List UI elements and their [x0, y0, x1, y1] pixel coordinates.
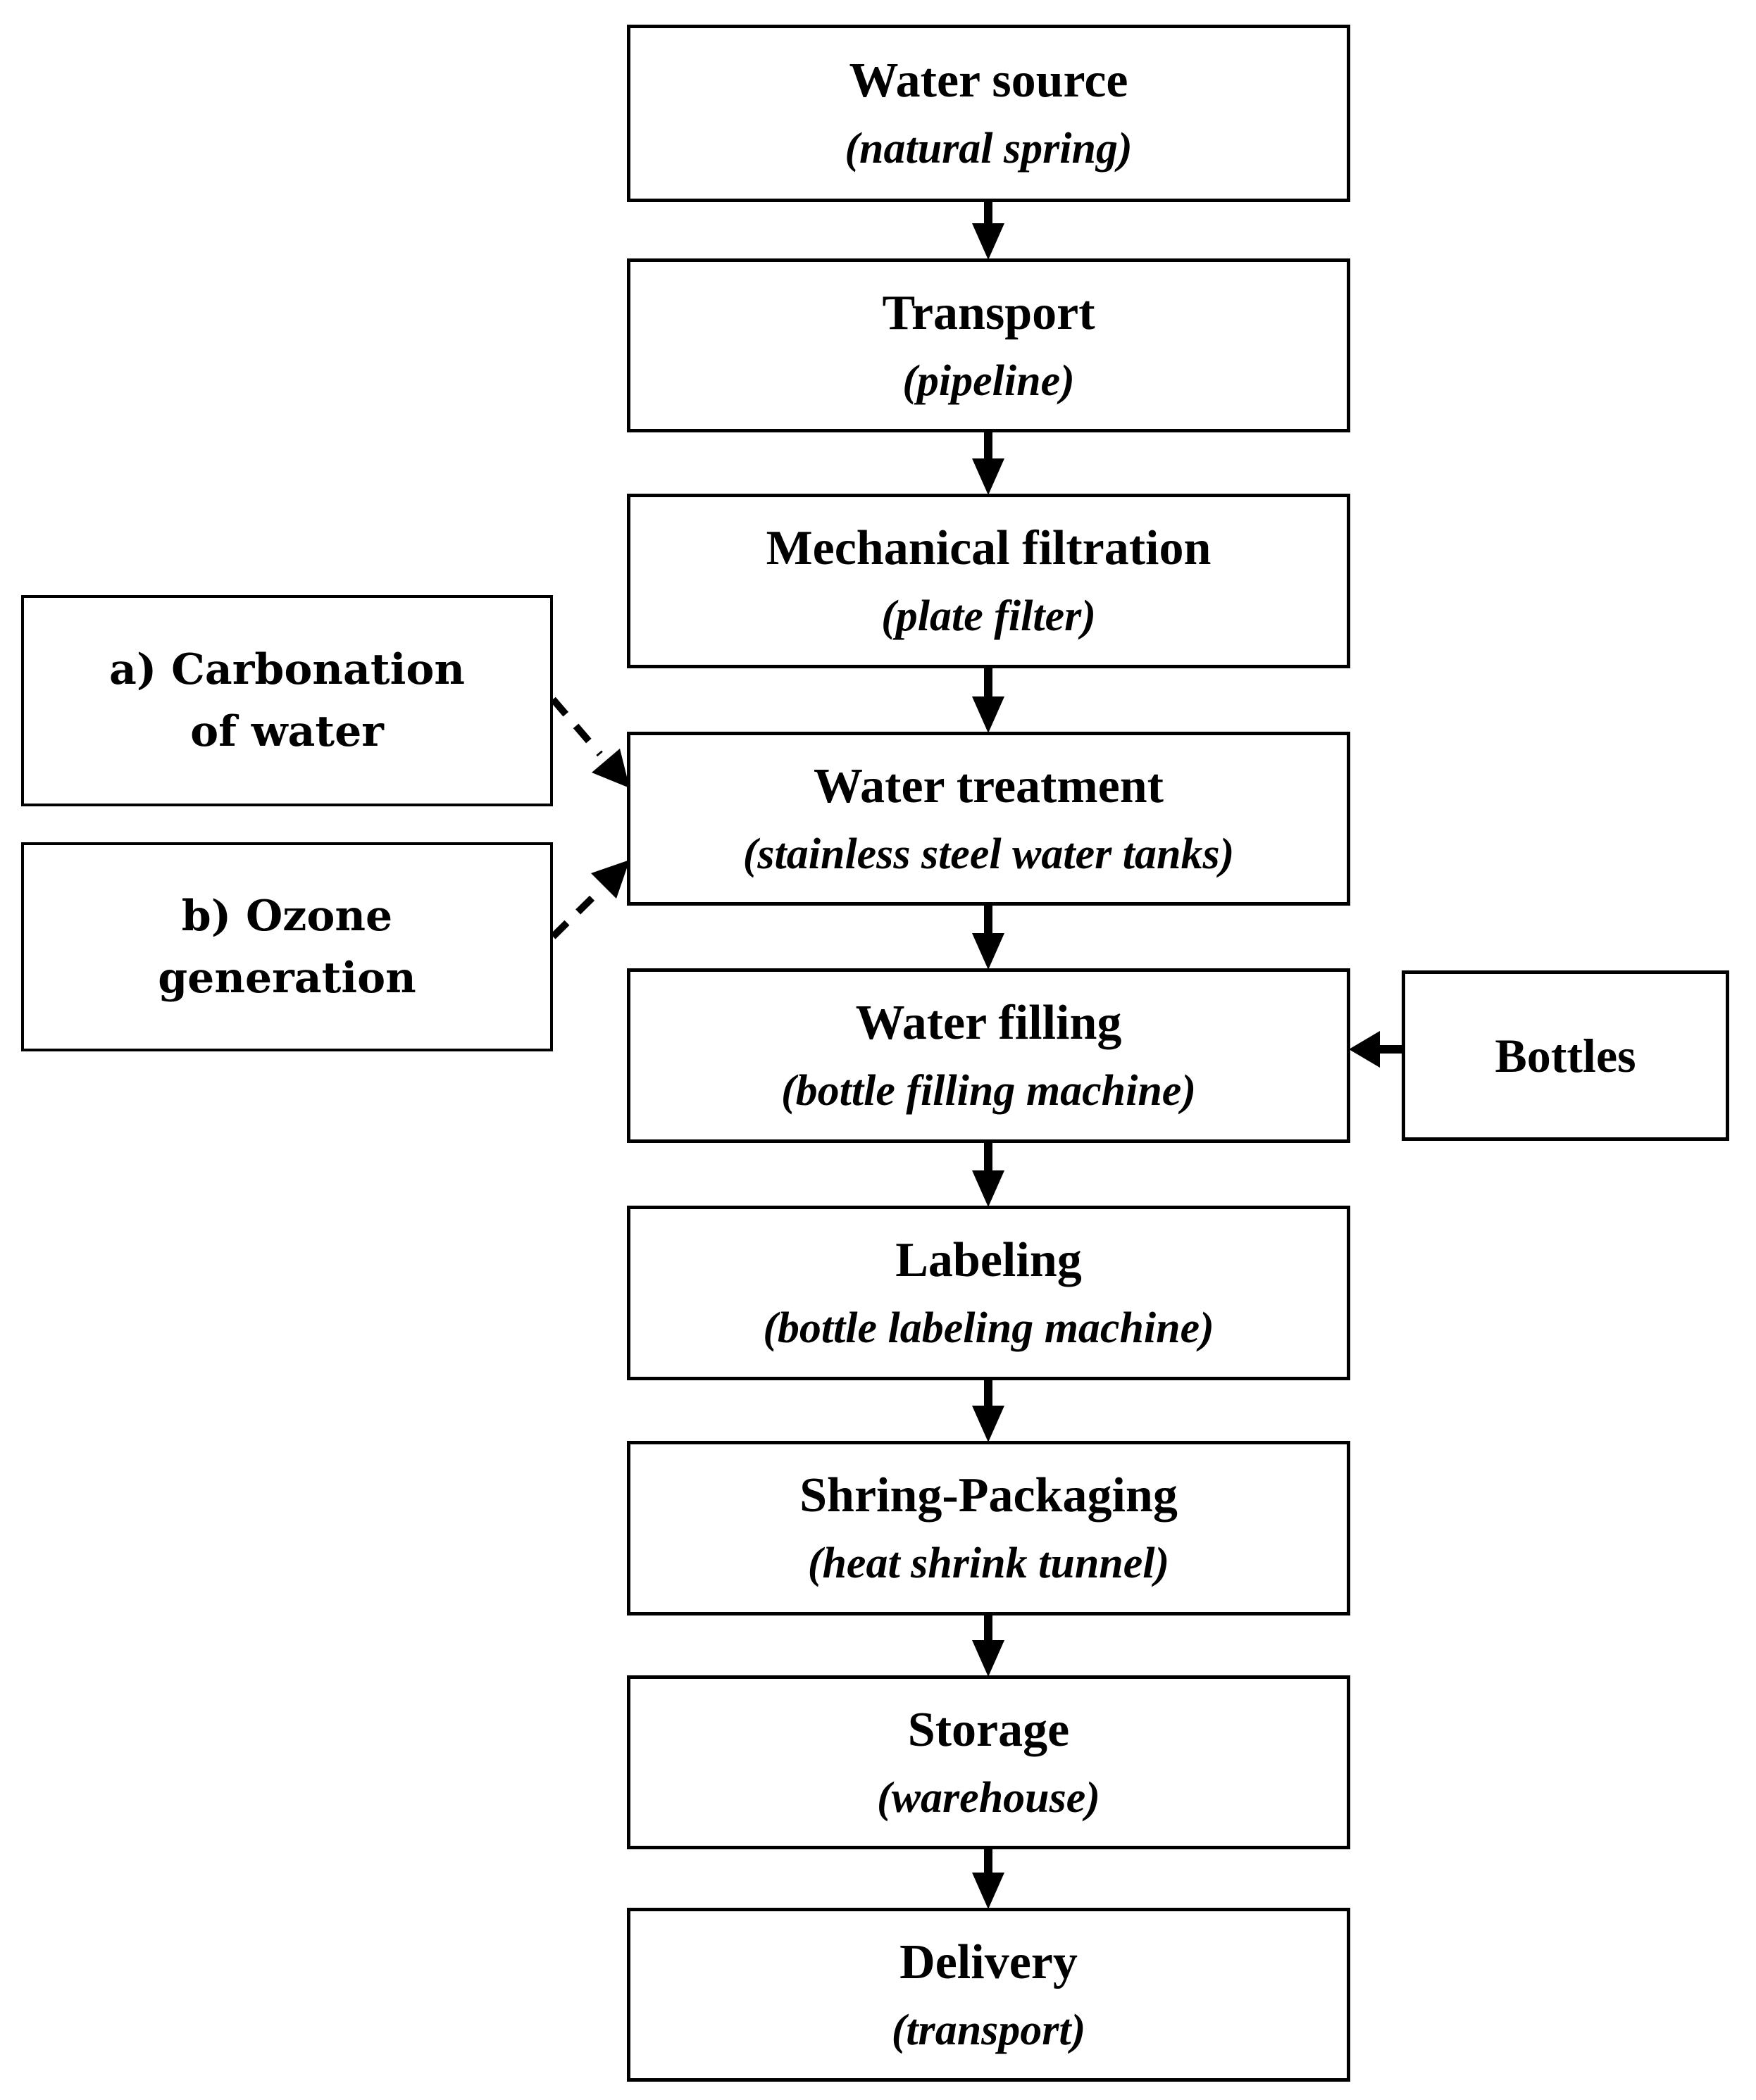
dashed-line-ozone: [550, 889, 602, 939]
arrow-down-8: [972, 1848, 1004, 1909]
box-label-line2: of water: [190, 707, 384, 756]
box-label-line1: a) Carbonation: [108, 645, 466, 694]
box-subtitle: (bottle labeling machine): [763, 1304, 1214, 1352]
box-subtitle: (natural spring): [845, 125, 1133, 173]
box-label: Bottles: [1495, 1029, 1636, 1082]
arrow-head-icon: [1349, 1031, 1380, 1068]
arrow-head-icon: [972, 1873, 1004, 1909]
arrow-shaft: [984, 1379, 992, 1408]
box-title: Storage: [907, 1702, 1070, 1757]
input-box-bottles: Bottles: [1402, 970, 1729, 1141]
flow-box-water-filling: Water filling (bottle filling machine): [627, 968, 1350, 1143]
arrow-head-icon: [972, 696, 1004, 733]
flow-box-labeling: Labeling (bottle labeling machine): [627, 1206, 1350, 1380]
arrow-down-6: [972, 1379, 1004, 1442]
arrow-down-5: [972, 1142, 1004, 1207]
input-box-ozone: b) Ozone generation: [21, 842, 553, 1051]
arrow-down-2: [972, 431, 1004, 495]
dashed-line-carbonation: [550, 696, 603, 757]
flow-box-delivery: Delivery (transport): [627, 1908, 1350, 2082]
arrow-shaft: [984, 1614, 992, 1643]
flow-box-shrink-packaging: Shring-Packaging (heat shrink tunnel): [627, 1441, 1350, 1615]
arrow-head-icon: [972, 1170, 1004, 1207]
box-label-line2: generation: [158, 953, 416, 1003]
arrow-head-icon: [972, 933, 1004, 970]
arrow-head-icon: [972, 223, 1004, 260]
arrow-shaft: [984, 1848, 992, 1875]
box-title: Shring-Packaging: [799, 1468, 1178, 1523]
arrow-down-1: [972, 201, 1004, 260]
input-box-carbonation: a) Carbonation of water: [21, 595, 553, 806]
box-title: Mechanical filtration: [766, 521, 1212, 575]
box-title: Delivery: [899, 1935, 1078, 1989]
box-title: Water filling: [855, 996, 1122, 1050]
flow-box-transport: Transport (pipeline): [627, 258, 1350, 432]
arrow-down-7: [972, 1614, 1004, 1677]
arrow-down-3: [972, 667, 1004, 733]
arrow-head-icon: [972, 458, 1004, 495]
arrow-head-icon: [592, 749, 630, 788]
flow-box-water-source: Water source (natural spring): [627, 25, 1350, 202]
arrow-shaft: [984, 201, 992, 226]
box-subtitle: (bottle filling machine): [781, 1067, 1196, 1115]
flow-box-storage: Storage (warehouse): [627, 1675, 1350, 1849]
arrow-head-icon: [591, 860, 630, 899]
box-title: Labeling: [895, 1233, 1082, 1287]
arrow-head-icon: [972, 1640, 1004, 1677]
arrow-shaft: [1376, 1045, 1403, 1054]
flow-box-mechanical-filtration: Mechanical filtration (plate filter): [627, 494, 1350, 668]
arrow-shaft: [984, 1142, 992, 1173]
arrow-shaft: [984, 431, 992, 461]
arrow-left-bottles: [1349, 1031, 1403, 1068]
flow-box-water-treatment: Water treatment (stainless steel water t…: [627, 732, 1350, 906]
box-subtitle: (transport): [891, 2006, 1086, 2054]
box-subtitle: (heat shrink tunnel): [807, 1539, 1170, 1587]
box-subtitle: (stainless steel water tanks): [742, 830, 1235, 878]
box-label-line1: b) Ozone: [181, 891, 393, 941]
box-subtitle: (plate filter): [881, 592, 1096, 640]
box-title: Transport: [882, 285, 1095, 340]
arrow-down-4: [972, 904, 1004, 970]
box-subtitle: (warehouse): [877, 1773, 1100, 1822]
arrow-shaft: [984, 667, 992, 699]
box-title: Water treatment: [814, 758, 1164, 813]
arrow-head-icon: [972, 1406, 1004, 1442]
box-subtitle: (pipeline): [902, 356, 1075, 405]
box-title: Water source: [849, 54, 1128, 108]
arrow-shaft: [984, 904, 992, 936]
